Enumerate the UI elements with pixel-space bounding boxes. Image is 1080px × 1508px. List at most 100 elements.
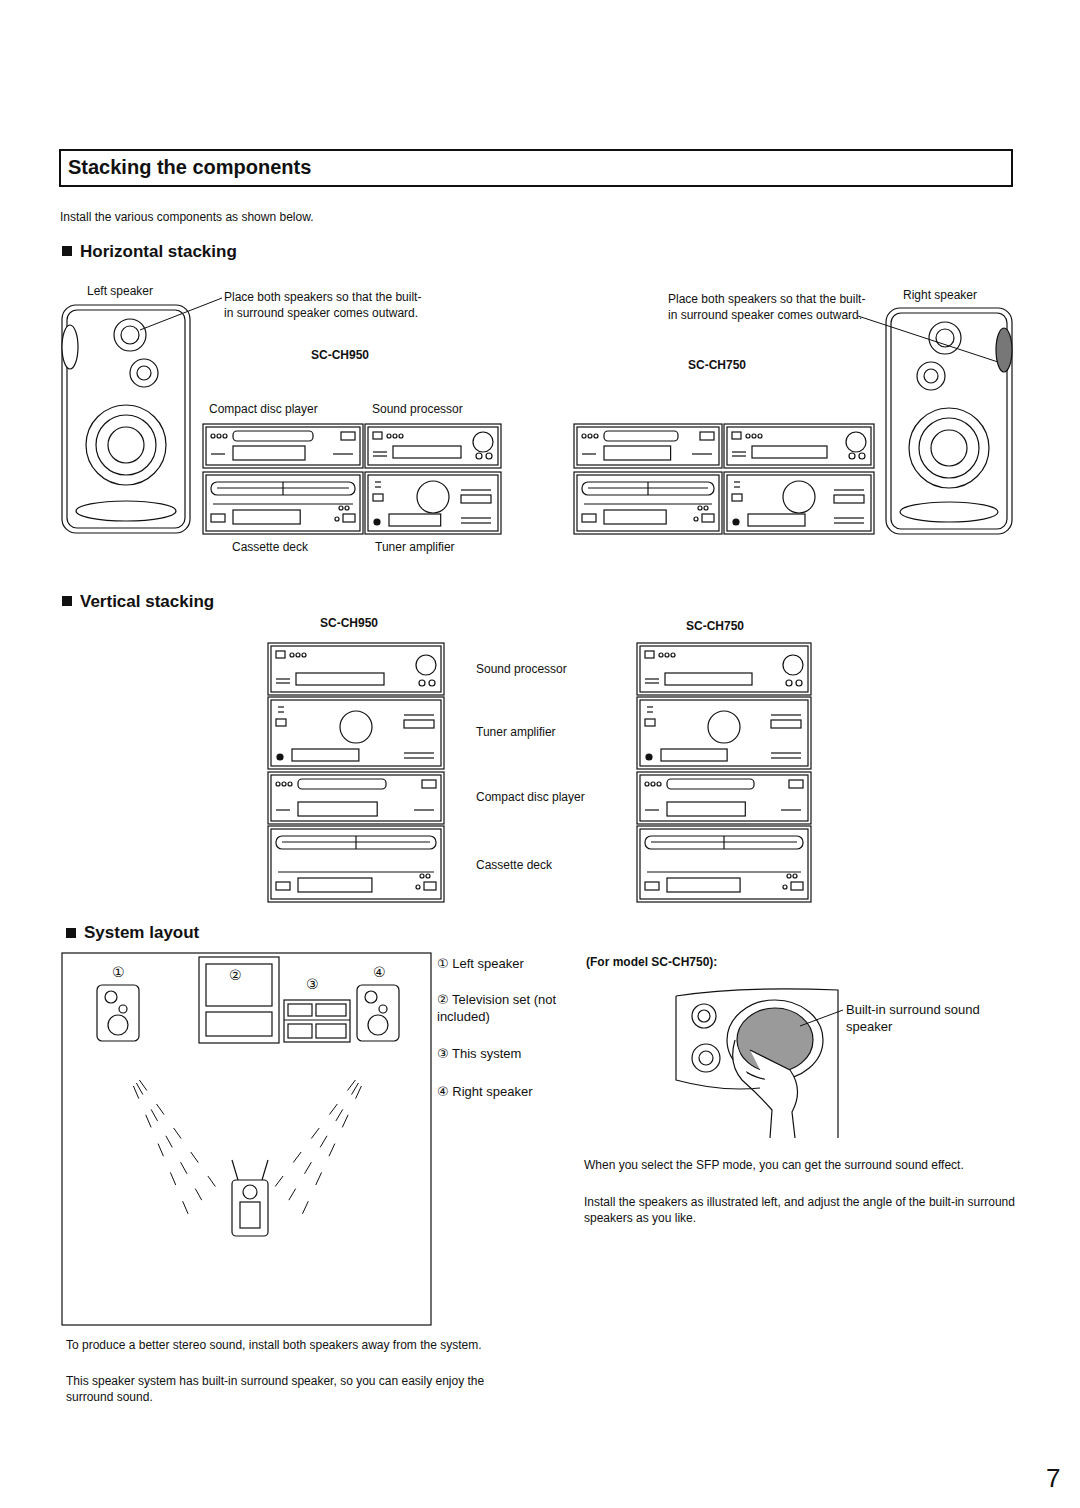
outline [357,985,399,1041]
outline [199,957,279,1043]
line-stroke [289,1189,296,1201]
cd-drawing [268,772,444,824]
circle-shape [108,427,144,463]
outline [640,829,808,899]
outline [752,446,827,458]
circle-shape [924,369,938,383]
line-stroke [278,706,284,707]
line-stroke [834,522,864,523]
hand [733,1040,798,1138]
line-stroke [302,1201,308,1214]
outline [604,446,671,460]
line-stroke [166,1136,172,1148]
intro-note: Install the various components as shown … [60,210,313,226]
callout-number: ④ [373,963,386,981]
outline [574,472,722,534]
circle-shape [335,517,339,521]
circle-shape [379,1005,387,1013]
line-stroke [208,1176,215,1187]
page-number: 7 [1046,1462,1060,1496]
outline [604,431,678,441]
circle-shape [651,782,655,786]
circle-shape [694,517,698,521]
outline [341,432,355,440]
line-stroke [355,836,356,849]
circle-shape [365,991,377,1003]
circle-shape [368,1015,388,1035]
circle-shape [302,653,306,657]
line-stroke [174,1128,181,1139]
line-stroke [647,482,648,495]
model-name: SC-CH750 [686,619,744,635]
section-heading: Vertical stacking [80,591,214,613]
cass-drawing [268,826,444,902]
line-stroke [282,482,283,495]
speaker-base [76,501,176,521]
part-label: Sound processor [476,662,567,678]
outline [271,700,441,766]
tuner-drawing [637,697,811,769]
outline [667,802,745,816]
outline [389,514,441,526]
part-label: Built-in surround sound speaker [846,1002,1006,1036]
callout-number: ② [229,966,242,984]
outline [645,651,654,658]
section-heading: Horizontal stacking [80,241,237,263]
line-stroke [375,486,381,487]
outline [645,836,803,849]
cd-drawing [637,772,811,824]
circle-shape [416,885,420,889]
line-stroke [191,1152,198,1163]
outline [645,719,655,726]
section-bullet [62,246,72,256]
line-stroke [284,1020,350,1021]
outline [645,882,659,890]
outline [288,1024,312,1038]
circle-shape [276,782,280,786]
circle-shape [420,874,424,878]
circle-shape [783,481,815,513]
circle-shape [917,362,945,390]
outline [461,495,491,503]
line-stroke [213,503,353,504]
circle-shape [659,653,663,657]
outline [271,775,441,821]
line-stroke [305,1162,312,1174]
line-stroke [645,682,659,683]
outline [640,646,808,692]
outline [316,1024,346,1038]
line-stroke [342,1115,348,1128]
outline [232,1180,268,1236]
speaker-drawing [886,308,1012,534]
circle-shape [931,430,967,466]
outline [637,826,811,902]
line-stroke [329,1104,337,1115]
outline [582,514,596,522]
line-stroke [158,1144,163,1157]
model-name: SC-CH950 [311,348,369,364]
outline [702,514,714,522]
speaker-edge [676,989,838,1138]
circle-shape [783,655,803,675]
circle-shape [288,782,292,786]
outline [789,780,803,788]
circle-shape [399,434,403,438]
outline [732,432,741,439]
cass-drawing [574,472,722,534]
outline [211,482,355,495]
part-label: Right speaker [903,288,977,304]
heading-frame [60,150,1012,186]
outline [368,427,498,465]
tuner-drawing [268,697,444,769]
surround-speaker [62,325,78,369]
speaker-drawing [62,305,190,533]
body-note: To produce a better stereo sound, instal… [66,1338,506,1354]
callout-key: ① Left speaker [437,956,524,973]
sp-drawing [637,643,811,695]
circle-shape [699,1051,713,1065]
circle-shape [929,322,961,354]
line-stroke [151,1109,157,1121]
circle-shape [646,754,652,760]
line-stroke [336,1109,343,1121]
